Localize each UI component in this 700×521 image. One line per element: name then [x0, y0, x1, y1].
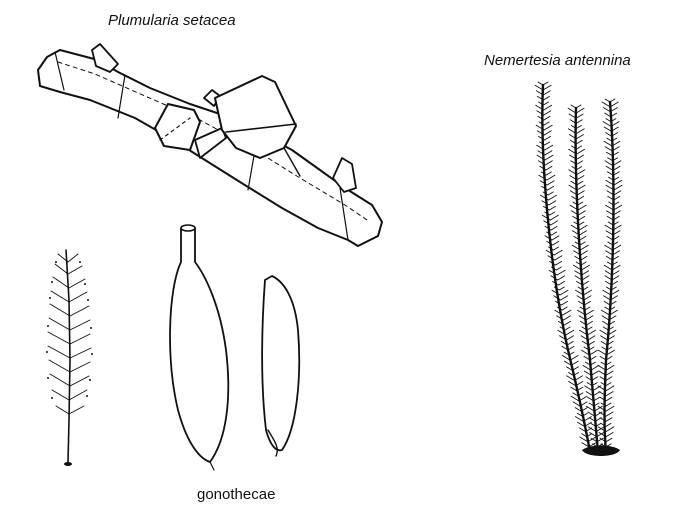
plumularia-sprig	[46, 249, 93, 466]
gonotheca-right	[261, 275, 301, 457]
gonothecae-label: gonothecae	[197, 486, 276, 503]
gonotheca-left	[169, 224, 230, 471]
nemertesia-colony	[534, 81, 623, 456]
species-label-plumularia-setacea: Plumularia setacea	[108, 12, 236, 29]
plumularia-stem-detail	[37, 43, 383, 247]
species-label-nemertesia-antennina: Nemertesia antennina	[484, 52, 631, 69]
